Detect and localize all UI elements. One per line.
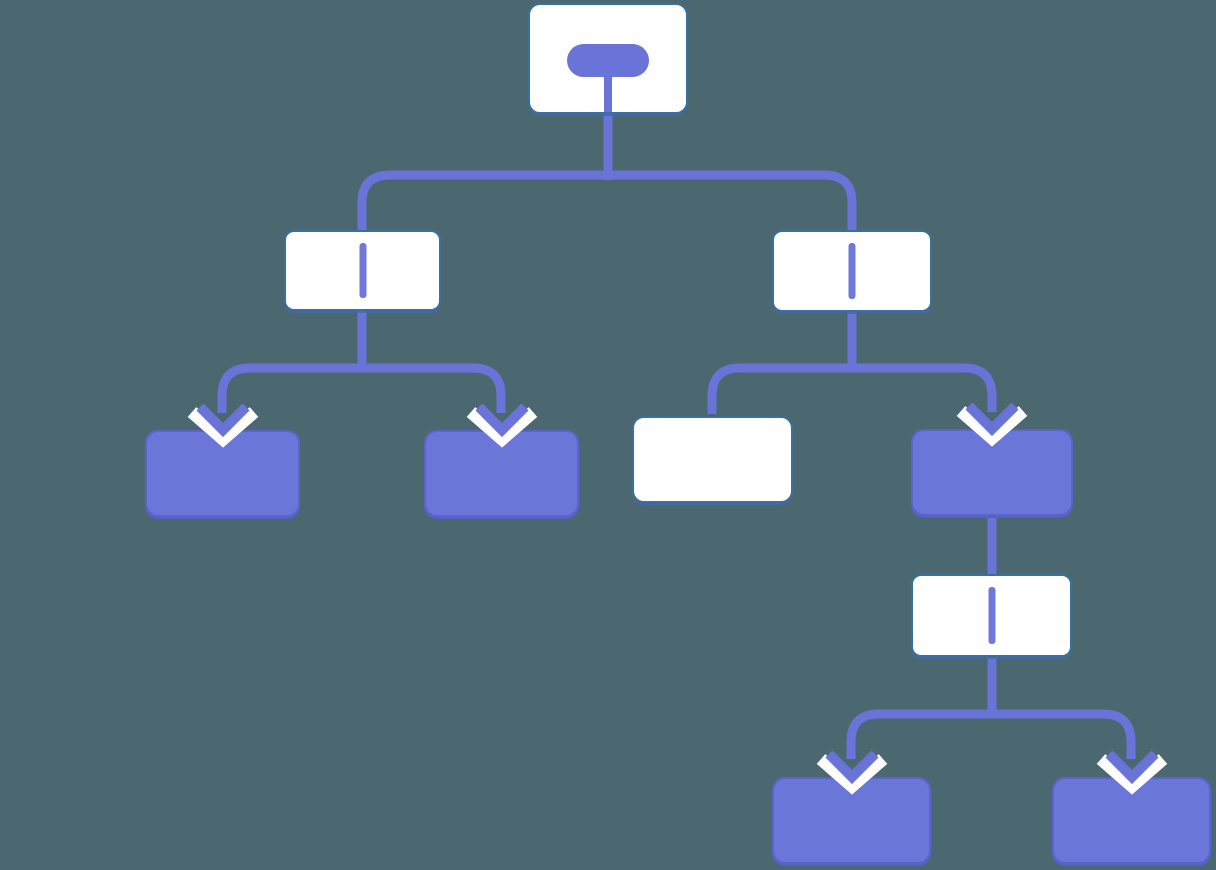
node-leaf-5[interactable] xyxy=(1052,751,1211,864)
pill-icon xyxy=(567,44,649,77)
divider-bar-icon xyxy=(359,243,366,298)
node-leaf-4[interactable] xyxy=(772,751,931,864)
pill-stem-icon xyxy=(604,75,612,112)
node-branch-left[interactable] xyxy=(284,230,441,311)
node-branch-right[interactable] xyxy=(772,230,932,312)
connector-top-rail xyxy=(357,170,857,231)
node-root[interactable] xyxy=(528,3,688,114)
node-blank[interactable] xyxy=(632,416,793,503)
node-leaf-3[interactable] xyxy=(911,403,1073,516)
connector-bottom-rail xyxy=(846,709,1136,759)
node-leaf-1[interactable] xyxy=(145,404,300,517)
node-branch-right-child[interactable] xyxy=(911,574,1072,657)
divider-bar-icon xyxy=(848,243,856,299)
connector-right-rail xyxy=(707,363,997,414)
divider-bar-icon xyxy=(988,587,995,644)
connector-left-rail xyxy=(217,363,506,413)
node-leaf-2[interactable] xyxy=(424,404,579,517)
